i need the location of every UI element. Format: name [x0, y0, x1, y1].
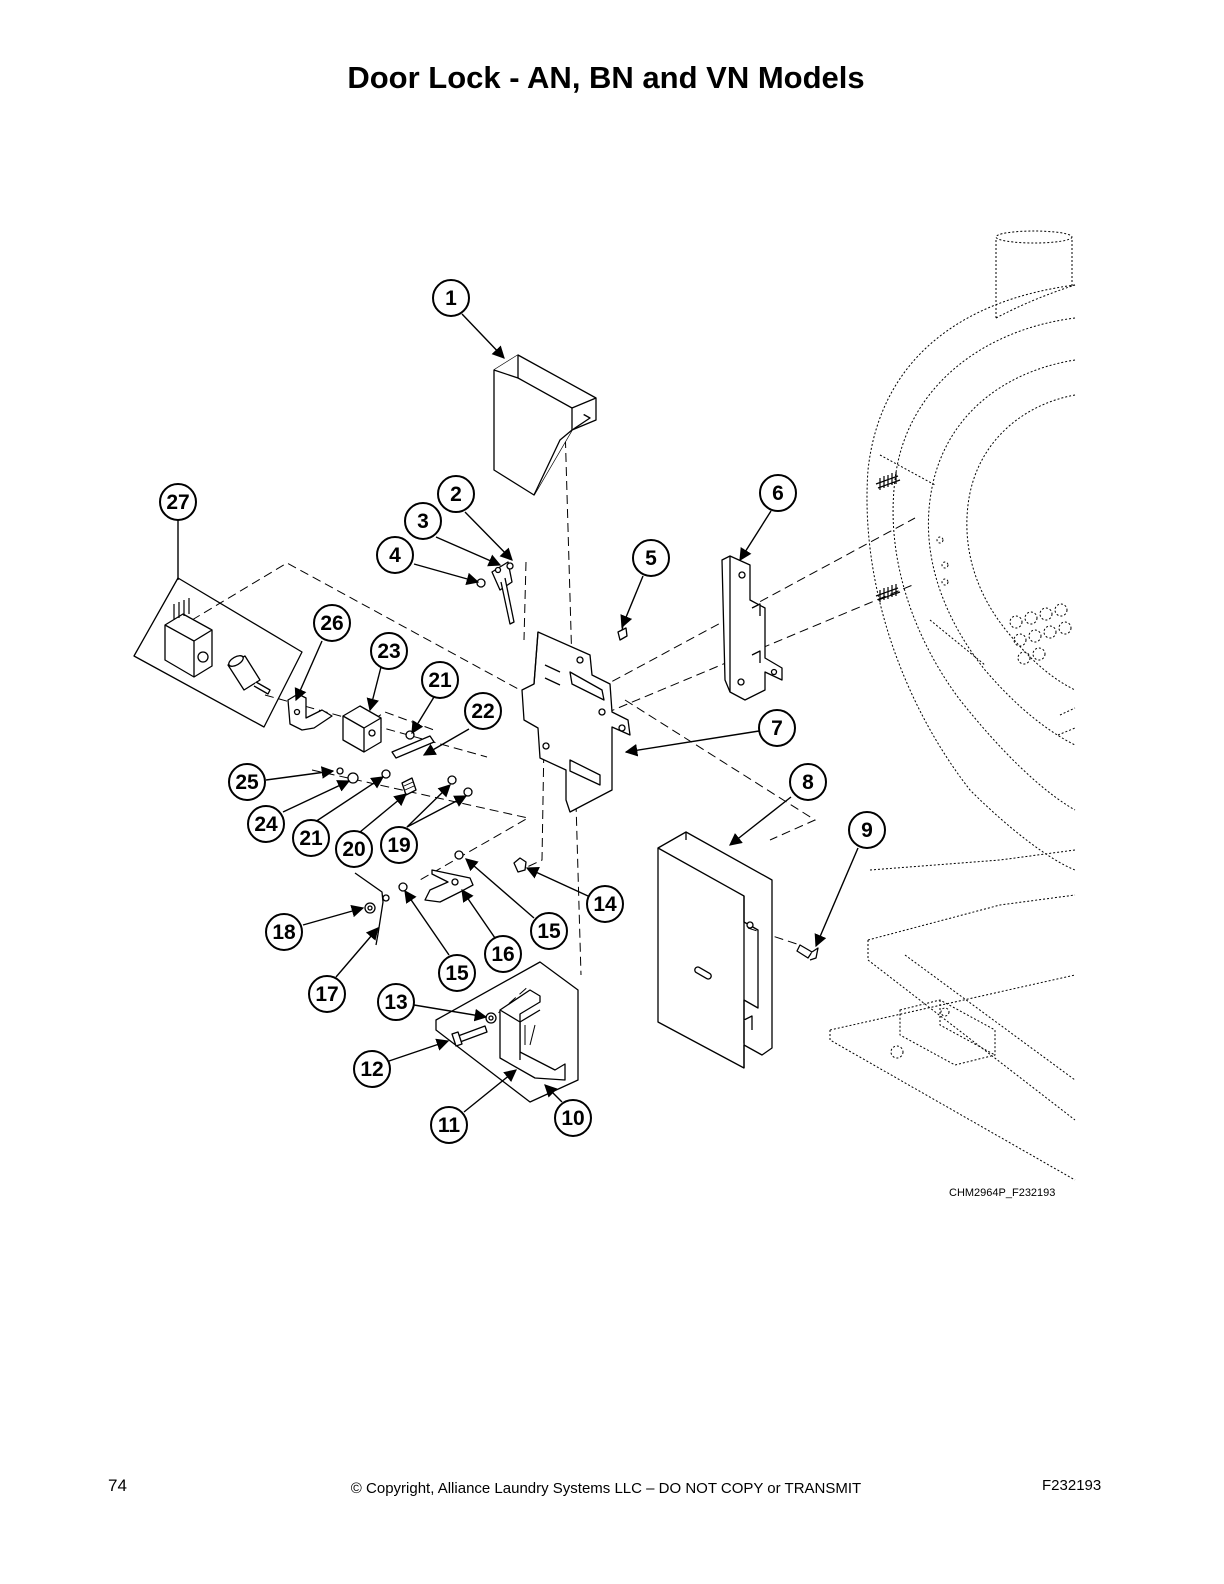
- callout-label: 22: [471, 700, 494, 723]
- part-16-lever: [424, 869, 474, 903]
- callout-27: 27: [159, 483, 197, 521]
- callout-24: 24: [247, 805, 285, 843]
- callout-15a: 15: [530, 912, 568, 950]
- page-number: 74: [108, 1476, 127, 1495]
- part-23-block: [342, 705, 382, 753]
- callout-6: 6: [759, 474, 797, 512]
- part-6-plate: [721, 555, 783, 701]
- callout-label: 24: [254, 813, 278, 836]
- callout-label: 17: [315, 983, 338, 1006]
- callout-label: 16: [491, 943, 514, 966]
- part-15-washers: [398, 850, 464, 892]
- callout-label: 12: [360, 1058, 383, 1081]
- callout-2: 2: [437, 475, 475, 513]
- callout-10: 10: [554, 1099, 592, 1137]
- callout-label: 21: [428, 669, 452, 692]
- callout-label: 9: [861, 819, 873, 842]
- callout-3: 3: [404, 502, 442, 540]
- callout-18: 18: [265, 913, 303, 951]
- callout-23: 23: [370, 632, 408, 670]
- document-number: F232193: [1042, 1477, 1102, 1494]
- callout-label: 27: [166, 491, 189, 514]
- callout-label: 26: [320, 612, 343, 635]
- callout-17: 17: [308, 975, 346, 1013]
- callout-label: 10: [561, 1107, 584, 1130]
- callout-12: 12: [353, 1050, 391, 1088]
- callout-label: 6: [772, 482, 784, 505]
- callout-25: 25: [228, 763, 266, 801]
- callout-16: 16: [484, 935, 522, 973]
- part-7-bracket: [521, 631, 631, 813]
- figure-reference: CHM2964P_F232193: [949, 1187, 1056, 1199]
- callout-label: 21: [299, 827, 323, 850]
- callout-label: 1: [445, 287, 457, 310]
- callout-11: 11: [430, 1106, 468, 1144]
- callout-label: 8: [802, 771, 814, 794]
- callout-label: 15: [445, 962, 469, 985]
- callout-26: 26: [313, 604, 351, 642]
- callout-9: 9: [848, 811, 886, 849]
- callout-label: 7: [771, 717, 783, 740]
- part-8-cover: [657, 831, 773, 1069]
- callout-label: 18: [272, 921, 296, 944]
- callout-1: 1: [432, 279, 470, 317]
- callout-8: 8: [789, 763, 827, 801]
- callout-19: 19: [380, 826, 418, 864]
- machine-studs: [875, 472, 901, 602]
- callout-22: 22: [464, 692, 502, 730]
- callout-label: 3: [417, 510, 429, 533]
- part-2-latch: [476, 561, 515, 625]
- callout-leaders: [177, 313, 859, 1113]
- callout-label: 20: [342, 838, 365, 861]
- callout-21b: 21: [421, 661, 459, 699]
- callout-label: 23: [377, 640, 400, 663]
- callout-21a: 21: [292, 819, 330, 857]
- callout-14: 14: [586, 885, 624, 923]
- callout-label: 13: [384, 991, 407, 1014]
- small-parts: [336, 730, 473, 797]
- callouts: 1 2 3 4 5 6 7 8 9 10 11 12 13 14 15 15 1…: [159, 279, 886, 1144]
- callout-13: 13: [377, 983, 415, 1021]
- callout-label: 2: [450, 483, 462, 506]
- callout-label: 15: [537, 920, 561, 943]
- part-18-nut: [364, 902, 376, 914]
- callout-label: 5: [645, 547, 657, 570]
- part-14-nut: [513, 857, 527, 873]
- part-26-bracket: [287, 693, 333, 731]
- callout-4: 4: [376, 536, 414, 574]
- callout-5: 5: [632, 539, 670, 577]
- callout-label: 11: [438, 1114, 461, 1137]
- copyright-notice: © Copyright, Alliance Laundry Systems LL…: [350, 1480, 862, 1497]
- parts: [133, 354, 819, 1103]
- part-10-assembly: [435, 961, 579, 1103]
- callout-7: 7: [758, 709, 796, 747]
- callout-label: 25: [235, 771, 259, 794]
- part-9-screw: [796, 944, 819, 961]
- page-title: Door Lock - AN, BN and VN Models: [347, 60, 865, 95]
- part-27-solenoid: [133, 577, 303, 728]
- callout-label: 19: [387, 834, 410, 857]
- part-1-cover: [493, 354, 597, 496]
- callout-20: 20: [335, 830, 373, 868]
- callout-label: 14: [593, 893, 617, 916]
- machine-outline: [829, 230, 1076, 1181]
- callout-15b: 15: [438, 954, 476, 992]
- callout-label: 4: [389, 544, 401, 567]
